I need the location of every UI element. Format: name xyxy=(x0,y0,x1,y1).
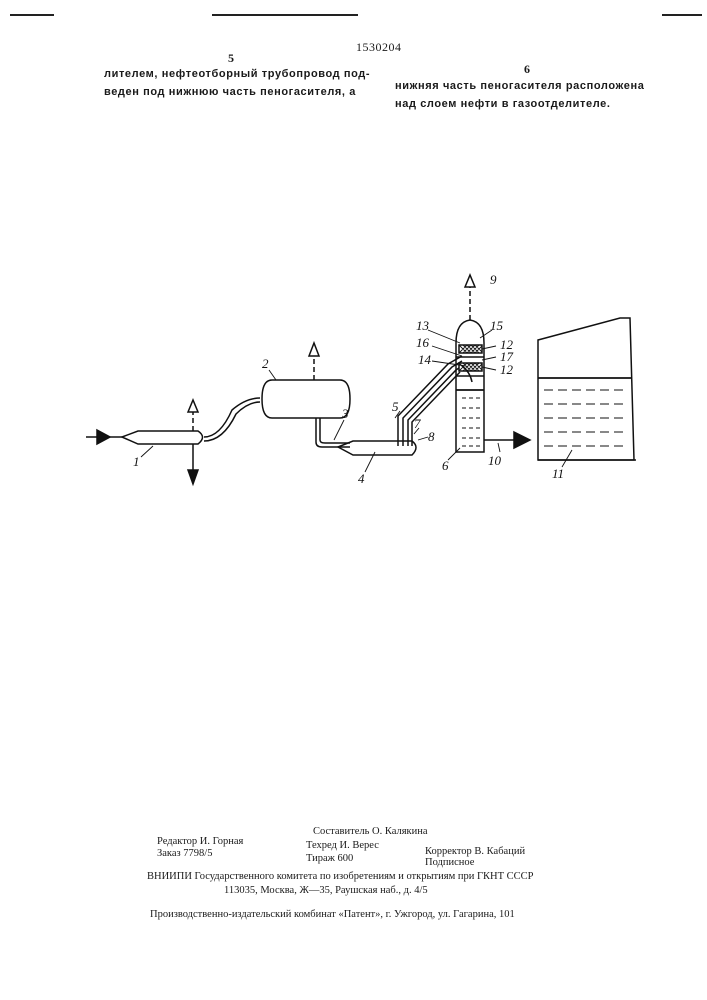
imprint-subscription: Подписное xyxy=(425,857,474,868)
separator-1-bottom-arrow xyxy=(188,470,198,484)
outlet-10-arrow xyxy=(514,432,530,448)
imprint-editor: Редактор И. Горная xyxy=(157,836,243,847)
imprint-address: 113035, Москва, Ж—35, Раушская наб., д. … xyxy=(224,885,428,896)
label-6: 6 xyxy=(442,458,449,473)
label-16: 16 xyxy=(416,335,430,350)
label-14: 14 xyxy=(418,352,432,367)
column-6 xyxy=(456,320,484,452)
label-2: 2 xyxy=(262,356,269,371)
imprint-publisher: Производственно-издательский комбинат «П… xyxy=(150,909,515,920)
imprint-vniipi: ВНИИПИ Государственного комитета по изоб… xyxy=(147,871,534,882)
label-12-lower: 12 xyxy=(500,362,514,377)
label-9: 9 xyxy=(490,272,497,287)
label-3: 3 xyxy=(341,406,349,421)
imprint-order: Заказ 7798/5 xyxy=(157,848,212,859)
label-5: 5 xyxy=(392,399,399,414)
label-4: 4 xyxy=(358,471,365,486)
label-15: 15 xyxy=(490,318,504,333)
imprint-techred: Техред И. Верес xyxy=(306,840,379,851)
label-8: 8 xyxy=(428,429,435,444)
imprint-corrector: Корректор В. Кабаций xyxy=(425,846,525,857)
imprint-compiler: Составитель О. Калякина xyxy=(313,826,428,837)
inlet-arrow xyxy=(97,430,110,444)
column-outlet-9-arrow xyxy=(465,275,475,287)
label-10: 10 xyxy=(488,453,502,468)
separator-1-gas-arrow xyxy=(188,400,198,412)
label-7: 7 xyxy=(414,416,421,431)
label-13: 13 xyxy=(416,318,430,333)
label-1: 1 xyxy=(133,454,140,469)
imprint-circulation: Тираж 600 xyxy=(306,853,353,864)
vessel-2 xyxy=(262,380,350,418)
vessel-2-gas-arrow xyxy=(309,343,319,356)
label-11: 11 xyxy=(552,466,564,481)
separator-4 xyxy=(338,441,416,455)
separator-1 xyxy=(122,431,203,444)
tank-11 xyxy=(538,318,634,460)
label-17: 17 xyxy=(500,349,514,364)
